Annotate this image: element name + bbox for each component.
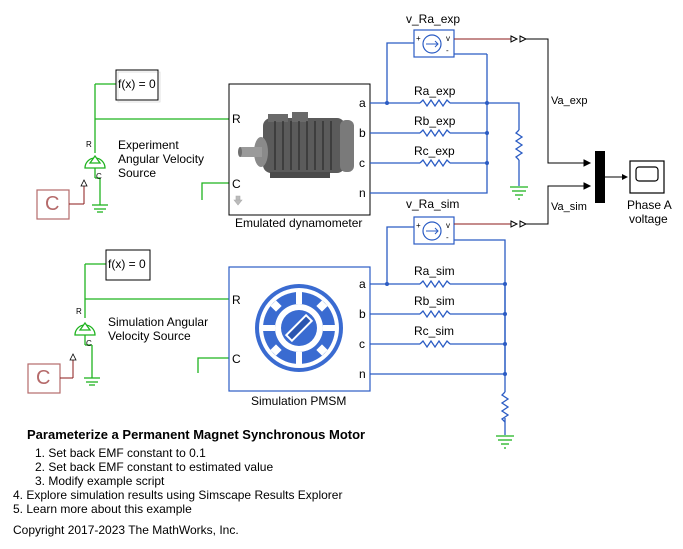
copyright-text: Copyright 2017-2023 The MathWorks, Inc. xyxy=(13,523,239,537)
sim-ground-icon xyxy=(496,435,514,449)
sim-resistor-a: Ra_sim xyxy=(414,264,455,278)
sim-velocity-source[interactable] xyxy=(74,321,100,386)
step-link-2[interactable]: 2. Set back EMF constant to estimated va… xyxy=(35,460,274,474)
exp-sensor-v: v xyxy=(446,34,450,43)
sim-port-a: a xyxy=(359,277,366,291)
sim-solver-label: f(x) = 0 xyxy=(108,257,146,271)
sim-sensor-minus: - xyxy=(446,233,449,242)
sim-port-R: R xyxy=(232,293,241,307)
exp-signal-label: Va_exp xyxy=(551,95,588,107)
exp-source-label-line2: Angular Velocity xyxy=(118,152,205,166)
exp-junction-dots xyxy=(385,101,489,165)
sim-port-C: C xyxy=(232,352,241,366)
sim-sensor-label: v_Ra_sim xyxy=(406,197,460,211)
exp-ground-icon xyxy=(510,186,528,200)
step-link-3[interactable]: 3. Modify example script xyxy=(35,474,165,488)
exp-source-port-r: R xyxy=(86,140,92,149)
sim-pmsm-block[interactable] xyxy=(228,266,371,392)
exp-source-port-c: C xyxy=(96,172,102,181)
exp-resistor-a: Ra_exp xyxy=(414,84,456,98)
step-link-4[interactable]: 4. Explore simulation results using Sims… xyxy=(13,488,343,502)
exp-sensor-plus: + xyxy=(416,34,421,43)
exp-sensor-minus: - xyxy=(446,46,449,55)
scope-block[interactable] xyxy=(629,160,665,194)
exp-resistor-c: Rc_exp xyxy=(414,144,455,158)
sim-solver-block[interactable] xyxy=(105,249,151,281)
exp-source-label-line1: Experiment xyxy=(118,138,179,152)
link-arrow-icon xyxy=(233,195,243,206)
motor-icon xyxy=(238,112,354,178)
sim-constant-block[interactable] xyxy=(27,353,77,394)
scope-label-line1: Phase A xyxy=(627,198,672,212)
sim-block-name: Simulation PMSM xyxy=(251,394,347,408)
exp-port-c: c xyxy=(359,156,365,170)
model-title: Parameterize a Permanent Magnet Synchron… xyxy=(27,427,366,442)
mux-block[interactable] xyxy=(595,151,628,203)
sim-electrical-wires xyxy=(370,226,510,435)
exp-port-C: C xyxy=(232,177,241,191)
sim-signal-to-mux xyxy=(510,182,592,228)
exp-port-a: a xyxy=(359,96,366,110)
sim-constant-symbol: C xyxy=(36,367,51,389)
exp-signal-to-mux xyxy=(510,35,592,167)
exp-mechanical-wires xyxy=(94,83,229,200)
exp-voltage-sensor[interactable] xyxy=(413,29,455,58)
exp-constant-symbol: C xyxy=(45,193,60,215)
sim-source-label-line1: Simulation Angular xyxy=(108,315,209,329)
sim-port-b: b xyxy=(359,307,366,321)
exp-constant-block[interactable] xyxy=(36,179,88,220)
sim-source-port-c: C xyxy=(86,339,92,348)
sim-signal-label: Va_sim xyxy=(551,201,587,213)
sim-source-port-r: R xyxy=(76,307,82,316)
pmsm-icon xyxy=(255,284,343,372)
sim-sensor-v: v xyxy=(446,221,450,230)
exp-electrical-wires xyxy=(370,42,524,194)
sim-junction-dots xyxy=(385,282,507,376)
scope-label-line2: voltage xyxy=(629,212,668,226)
sim-port-n: n xyxy=(359,367,366,381)
exp-solver-label: f(x) = 0 xyxy=(118,77,156,91)
sim-port-c: c xyxy=(359,337,365,351)
exp-solver-block[interactable] xyxy=(115,69,161,103)
exp-dynamometer-block[interactable] xyxy=(228,83,371,216)
exp-port-n: n xyxy=(359,186,366,200)
exp-port-R: R xyxy=(232,112,241,126)
exp-block-name: Emulated dynamometer xyxy=(235,216,363,230)
step-link-5[interactable]: 5. Learn more about this example xyxy=(13,502,192,516)
exp-velocity-source[interactable] xyxy=(84,154,108,213)
exp-sensor-label: v_Ra_exp xyxy=(406,12,461,26)
sim-resistor-c: Rc_sim xyxy=(414,324,455,338)
exp-source-label-line3: Source xyxy=(118,166,157,180)
exp-resistor-b: Rb_exp xyxy=(414,114,456,128)
sim-mechanical-wires xyxy=(84,263,229,373)
exp-port-b: b xyxy=(359,126,366,140)
sim-sensor-plus: + xyxy=(416,221,421,230)
sim-voltage-sensor[interactable] xyxy=(413,216,455,245)
sim-source-label-line2: Velocity Source xyxy=(108,329,191,343)
step-link-1[interactable]: 1. Set back EMF constant to 0.1 xyxy=(35,446,206,460)
sim-resistor-b: Rb_sim xyxy=(414,294,455,308)
